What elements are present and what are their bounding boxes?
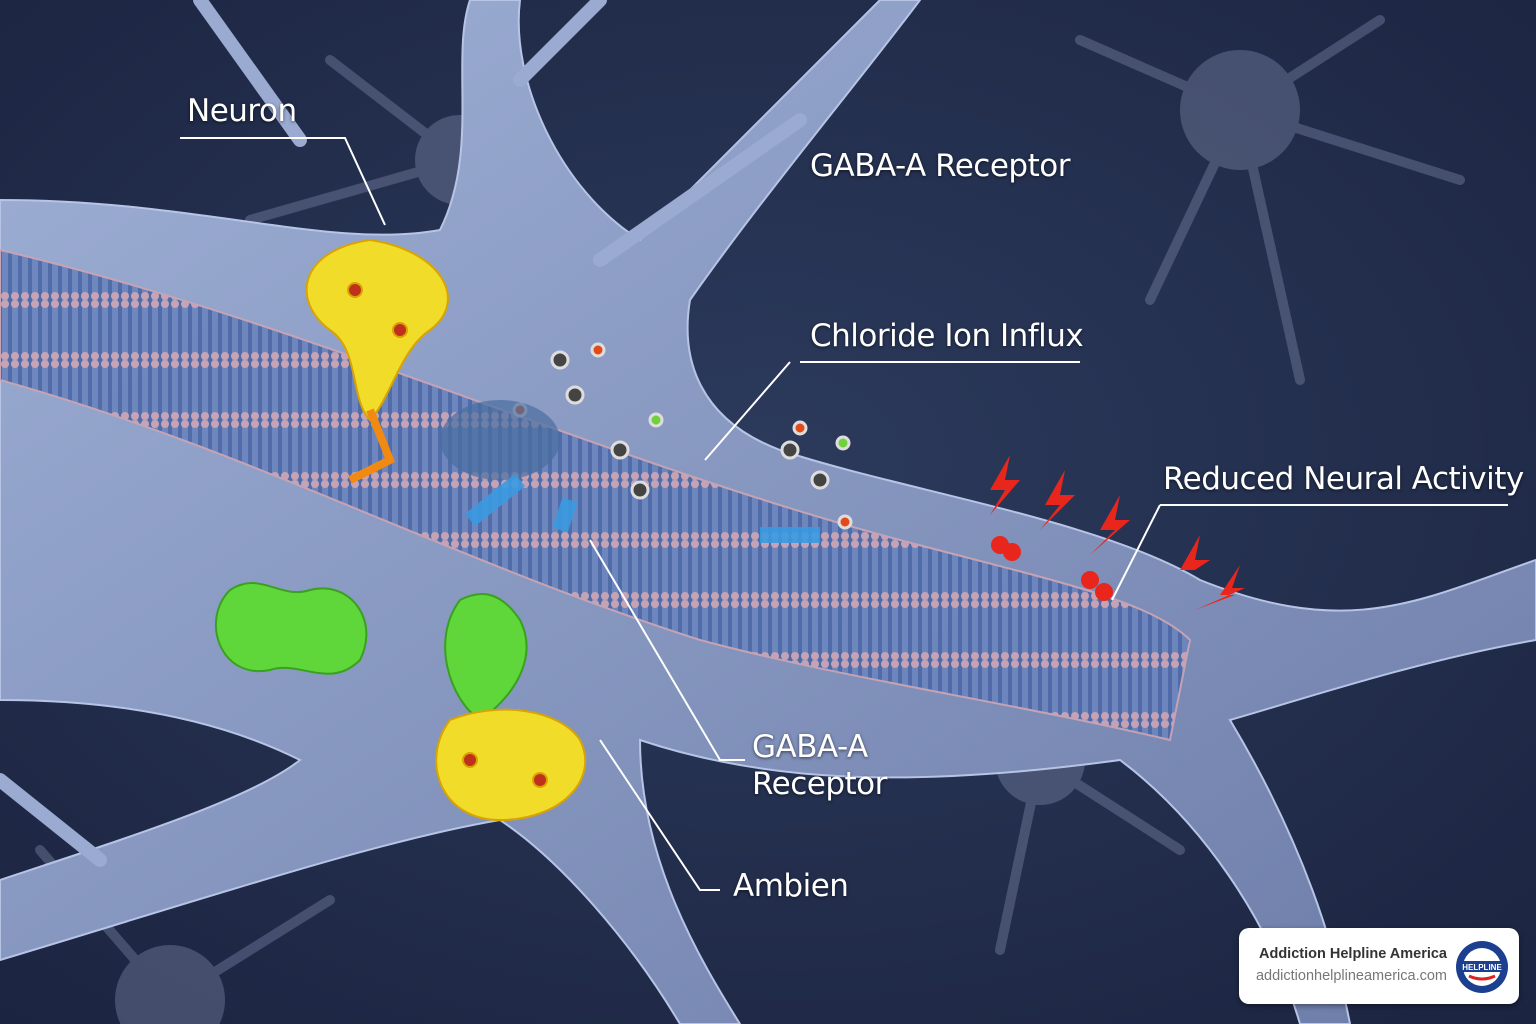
label-line-1: GABA-A [752, 729, 868, 765]
svg-text:HELPLINE: HELPLINE [1462, 963, 1502, 972]
label-reduced-neural-activity: Reduced Neural Activity [1163, 461, 1524, 497]
brand-badge: Addiction Helpline America addictionhelp… [1239, 928, 1519, 1004]
ion-channel [440, 400, 560, 480]
helpline-seal-logo: HELPLINE [1456, 941, 1508, 993]
label-gaba-receptor-bottom: GABA-A Receptor [752, 729, 887, 803]
gaba-receptor-yellow-bottom [435, 708, 587, 822]
label-line-2: Receptor [752, 766, 887, 803]
brand-url: addictionhelplineamerica.com [1255, 968, 1447, 984]
label-chloride-ion-influx: Chloride Ion Influx [810, 318, 1084, 354]
leader-lines [180, 137, 1508, 891]
neural-activity-bolt-icons [990, 455, 1245, 610]
label-ambien: Ambien [733, 868, 849, 904]
label-neuron: Neuron [187, 93, 297, 129]
brand-name: Addiction Helpline America [1259, 946, 1447, 962]
label-gaba-receptor-top: GABA-A Receptor [810, 148, 1070, 184]
gaba-receptor-green [214, 581, 528, 722]
gaba-receptor-yellow-top [305, 238, 449, 484]
ion-flow-arrow [465, 473, 820, 543]
